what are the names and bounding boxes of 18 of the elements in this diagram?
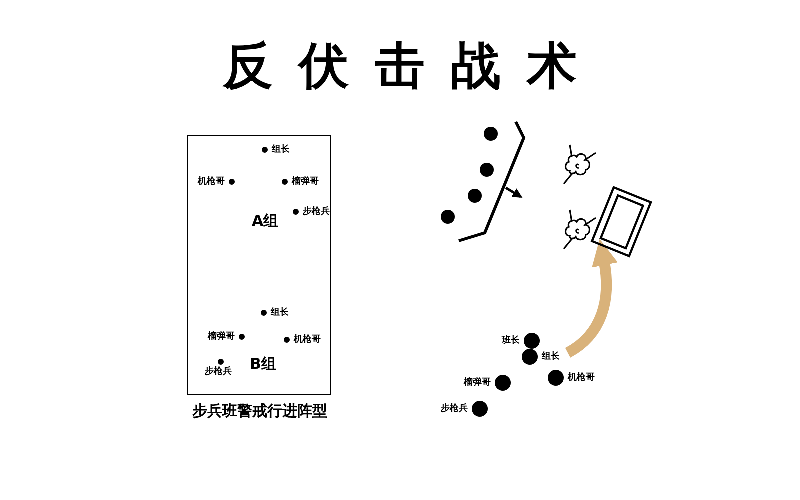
soldier-label: 步枪兵 (205, 366, 232, 378)
soldier-label: 机枪哥 (568, 372, 595, 384)
soldier-label: 榴弹哥 (208, 331, 235, 343)
soldier-label: 榴弹哥 (464, 377, 491, 389)
group-label: A组 (252, 212, 279, 231)
soldier-label: 机枪哥 (294, 334, 321, 346)
soldier-label: 榴弹哥 (292, 176, 319, 188)
formation-caption: 步兵班警戒行进阵型 (192, 402, 328, 421)
soldier-label: 组长 (272, 144, 290, 156)
soldier-label: 组长 (542, 351, 560, 363)
title: 反伏击战术 (222, 36, 604, 96)
arrow (565, 239, 618, 358)
soldier-label: 步枪兵 (303, 206, 330, 218)
soldier-label: 班长 (502, 335, 520, 347)
soldier-label: 步枪兵 (441, 403, 468, 415)
soldier-label: 组长 (271, 307, 289, 319)
soldier-label: 机枪哥 (198, 176, 225, 188)
group-label: B组 (250, 355, 276, 374)
